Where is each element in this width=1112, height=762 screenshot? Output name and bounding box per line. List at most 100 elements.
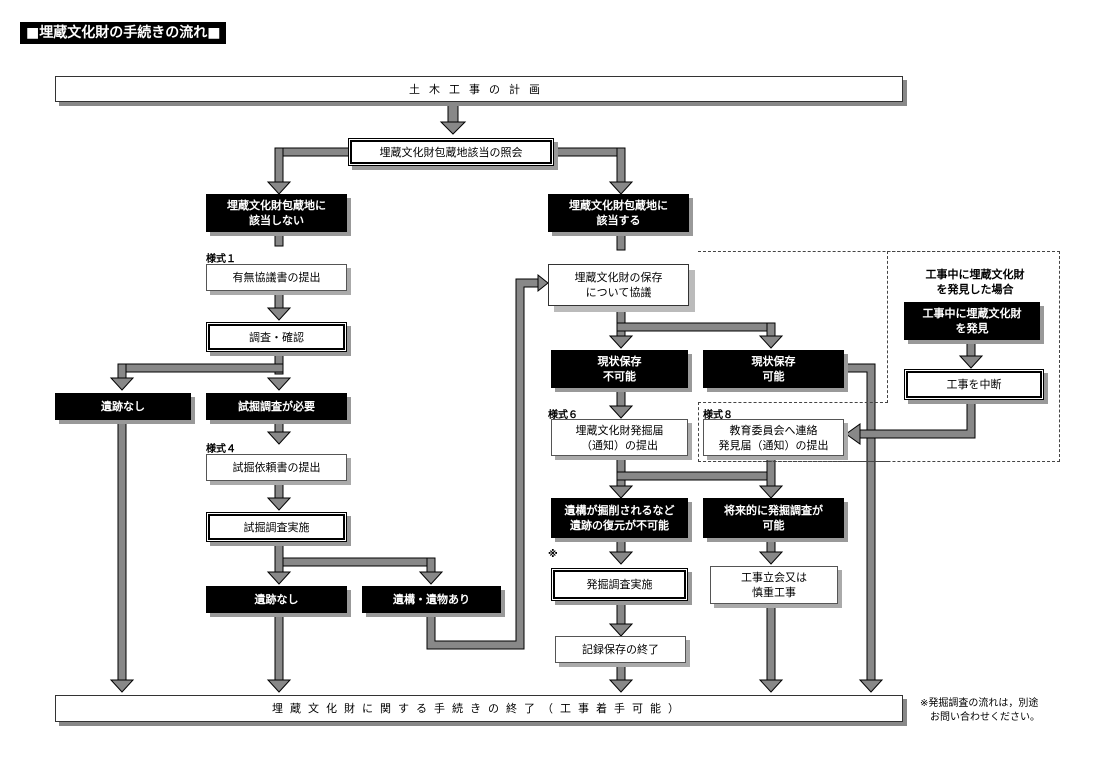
excavation-exec-label: 発掘調査実施	[586, 578, 653, 591]
arrow-inquiry-left	[266, 147, 350, 195]
witness-work-line2: 慎重工事	[752, 586, 796, 599]
arrow-notapp-to-consult	[274, 231, 284, 247]
arrow-impossible-to-notice	[608, 387, 634, 419]
arrow-suspend-to-board	[845, 400, 976, 445]
arrow-cases-to-exec	[608, 537, 634, 565]
footnote: ※発掘調査の流れは，別途 お問い合わせください。	[920, 697, 1040, 725]
future-survey-line1: 将来的に発掘調査が	[724, 504, 823, 517]
applicable-line1: 埋蔵文化財包蔵地に	[569, 199, 668, 212]
board-contact-box: 教育委員会へ連絡 発見届（通知）の提出	[703, 419, 844, 456]
form8-label: 様式８	[703, 410, 733, 421]
inquiry-label: 埋蔵文化財包蔵地該当の照会	[379, 145, 523, 159]
preserve-impossible-box: 現状保存 不可能	[551, 350, 688, 388]
board-contact-line1: 教育委員会へ連絡	[729, 423, 818, 437]
arrow-exec-branch	[266, 541, 444, 585]
preserve-consult-line1: 埋蔵文化財の保存	[574, 271, 663, 284]
trial-request-box: 試掘依頼書の提出	[206, 454, 347, 481]
excavation-cases-line1: 遺構が掘削されるなど	[564, 504, 675, 517]
asterisk-label: ※	[548, 549, 558, 560]
discovered-line1: 工事中に埋蔵文化財	[922, 307, 1022, 320]
discovery-title: 工事中に埋蔵文化財 を発見した場合	[900, 266, 1050, 298]
arrow-inquiry-right	[554, 147, 634, 195]
arrow-notice-branch	[608, 455, 784, 499]
suspend-label: 工事を中断	[946, 378, 1002, 391]
final-box: 埋蔵文化財に関する手続きの終了（工事着手可能）	[55, 695, 903, 722]
remains-found-box: 遺構・遺物あり	[362, 586, 501, 613]
not-applicable-line2: 該当しない	[249, 214, 304, 227]
consult-submit-box: 有無協議書の提出	[206, 264, 347, 291]
discovery-region-inner	[698, 402, 888, 462]
inquiry-box: 埋蔵文化財包蔵地該当の照会	[348, 138, 554, 166]
plan-box: 土木工事の計画	[55, 76, 903, 102]
arrow-survey-branch	[109, 351, 292, 391]
not-applicable-line1: 埋蔵文化財包蔵地に	[227, 199, 326, 212]
preserve-impossible-line1: 現状保存	[597, 355, 642, 368]
suspend-box: 工事を中断	[904, 369, 1044, 400]
applicable-line2: 該当する	[596, 214, 641, 227]
survey-confirm-box: 調査・確認	[206, 322, 347, 352]
arrow-remains-to-consult	[426, 273, 549, 650]
trial-needed-box: 試掘調査が必要	[206, 393, 347, 420]
no-ruins-left-box: 遺跡なし	[55, 393, 191, 420]
arrow-noruins-mid-to-final	[266, 613, 292, 693]
arrow-app-to-consult	[616, 231, 626, 251]
arrow-consult-to-survey	[266, 291, 292, 321]
footnote-line1: ※発掘調査の流れは，別途	[920, 698, 1039, 709]
applicable-box: 埋蔵文化財包蔵地に 該当する	[548, 194, 689, 232]
footnote-line2: お問い合わせください。	[930, 712, 1040, 723]
no-ruins-mid-box: 遺跡なし	[206, 586, 347, 613]
arrow-record-to-final	[608, 663, 634, 693]
trial-exec-label: 試掘調査実施	[243, 520, 310, 534]
preserve-consult-box: 埋蔵文化財の保存 について協議	[548, 264, 689, 306]
arrow-witness-to-final	[758, 605, 784, 693]
form1-label: 様式１	[206, 254, 236, 265]
excavation-notice-box: 埋蔵文化財発掘届 （通知）の提出	[551, 419, 688, 456]
trial-request-label: 試掘依頼書の提出	[232, 461, 321, 474]
final-label: 埋蔵文化財に関する手続きの終了（工事着手可能）	[272, 702, 686, 715]
discovery-title-line1: 工事中に埋蔵文化財	[925, 268, 1025, 281]
arrow-future-to-witness	[758, 537, 784, 565]
no-ruins-left-label: 遺跡なし	[101, 400, 145, 413]
survey-confirm-label: 調査・確認	[249, 330, 304, 344]
arrow-noruins-left-to-final	[109, 419, 135, 693]
future-survey-box: 将来的に発掘調査が 可能	[703, 498, 844, 538]
arrow-possible-to-final	[845, 363, 884, 693]
form6-label: 様式６	[548, 410, 578, 421]
preserve-consult-line2: について協議	[585, 286, 652, 299]
discovery-region-top	[887, 251, 1060, 403]
arrow-exec-to-record	[608, 601, 634, 637]
preserve-possible-line2: 可能	[762, 370, 785, 383]
preserve-impossible-line2: 不可能	[603, 370, 636, 383]
excavation-exec-box: 発掘調査実施	[551, 568, 688, 601]
arrow-request-to-exec	[266, 481, 292, 511]
page-title: ■埋蔵文化財の手続きの流れ■	[20, 22, 227, 44]
remains-found-label: 遺構・遺物あり	[393, 593, 470, 606]
excavation-notice-line2: （通知）の提出	[581, 438, 658, 452]
arrow-consult-branch	[608, 309, 784, 349]
arrow-discovered-to-suspend	[958, 339, 984, 369]
discovered-line2: を発見	[955, 322, 989, 335]
preserve-possible-box: 現状保存 可能	[703, 350, 844, 388]
witness-work-box: 工事立会又は 慎重工事	[710, 566, 838, 604]
future-survey-line2: 可能	[762, 519, 785, 532]
trial-exec-box: 試掘調査実施	[206, 512, 347, 542]
consult-submit-label: 有無協議書の提出	[232, 271, 321, 284]
board-contact-line2: 発見届（通知）の提出	[718, 438, 829, 452]
record-end-box: 記録保存の終了	[555, 636, 686, 663]
discovered-box: 工事中に埋蔵文化財 を発見	[904, 302, 1040, 340]
form4-label: 様式４	[206, 444, 236, 455]
excavation-cases-box: 遺構が掘削されるなど 遺跡の復元が不可能	[551, 498, 688, 538]
preserve-possible-line1: 現状保存	[751, 355, 796, 368]
plan-label: 土木工事の計画	[409, 82, 549, 96]
arrow-plan-to-inquiry	[439, 102, 467, 135]
excavation-cases-line2: 遺跡の復元が不可能	[570, 519, 669, 532]
record-end-label: 記録保存の終了	[582, 643, 659, 656]
no-ruins-mid-label: 遺跡なし	[254, 593, 299, 606]
arrow-trial-to-request	[266, 419, 292, 445]
not-applicable-box: 埋蔵文化財包蔵地に 該当しない	[206, 194, 347, 232]
trial-needed-label: 試掘調査が必要	[238, 400, 315, 413]
witness-work-line1: 工事立会又は	[741, 571, 807, 584]
excavation-notice-line1: 埋蔵文化財発掘届	[575, 423, 664, 437]
discovery-title-line2: を発見した場合	[936, 283, 1014, 296]
